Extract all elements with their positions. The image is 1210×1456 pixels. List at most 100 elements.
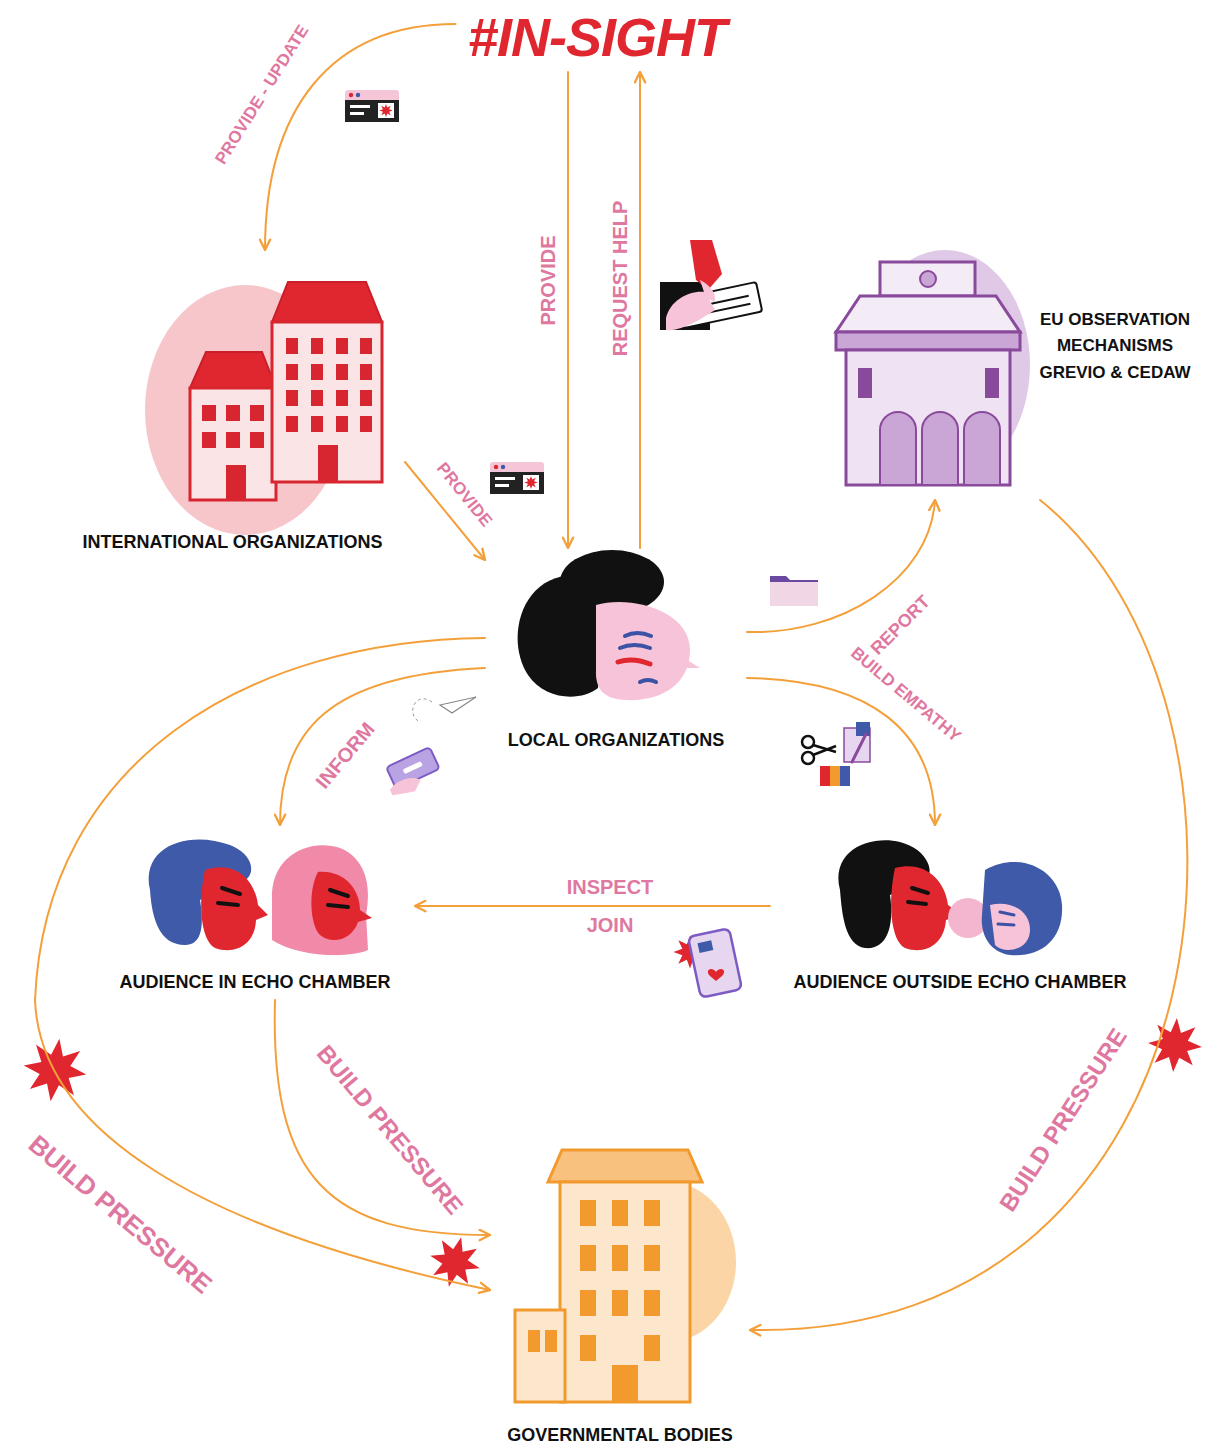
- government-building: [644, 1290, 660, 1316]
- local-org-face: [655, 640, 700, 668]
- design-tools-icon: [840, 766, 850, 786]
- outside-audience: [998, 912, 1014, 925]
- government-building: [548, 1150, 702, 1182]
- phone-heart-icon: [688, 928, 742, 997]
- phone-hand-icon: [413, 699, 432, 722]
- diagram-title: #IN-SIGHT: [468, 8, 726, 67]
- government-building: [644, 1245, 660, 1271]
- government-building: [612, 1290, 628, 1316]
- edge-label: BUILD EMPATHY: [846, 643, 964, 746]
- flow-arrow: [639, 72, 641, 548]
- outside-audience: [990, 904, 1030, 950]
- intl-org-building: [286, 390, 298, 406]
- browser-card-icon: [345, 90, 399, 122]
- intl-org-building: [336, 416, 348, 432]
- browser-card-icon: [350, 112, 364, 115]
- local-org-face: [620, 633, 651, 648]
- browser-card-icon: [524, 476, 537, 489]
- intl-org-building: [226, 432, 240, 448]
- echo-audience: [328, 890, 348, 907]
- local-org-face: [618, 660, 650, 664]
- pressure-burst: [1146, 1016, 1204, 1074]
- government-building: [580, 1200, 596, 1226]
- node-label: AUDIENCE OUTSIDE ECHO CHAMBER: [793, 972, 1126, 994]
- flow-arrow: [415, 905, 770, 907]
- design-tools-icon: [802, 736, 814, 748]
- intl-org-building: [311, 416, 323, 432]
- intl-org-building: [226, 465, 246, 500]
- government-building: [515, 1150, 736, 1402]
- edge-label: BUILD PRESSURE: [994, 1023, 1133, 1216]
- echo-audience: [149, 839, 372, 955]
- local-org-face: [518, 575, 605, 697]
- edge-label: BUILD PRESSURE: [22, 1130, 217, 1301]
- browser-card-icon: [490, 462, 544, 494]
- folder-icon: [770, 576, 818, 606]
- node-label: EU OBSERVATION MECHANISMS GREVIO & CEDAW: [1031, 307, 1199, 386]
- browser-card-icon: [495, 484, 509, 487]
- eu-building: [922, 412, 958, 485]
- government-building: [612, 1365, 638, 1402]
- echo-audience: [201, 867, 268, 950]
- intl-org-building: [286, 364, 298, 380]
- intl-org-building: [202, 405, 216, 421]
- entity-node: INTERNATIONAL ORGANIZATIONS: [60, 250, 405, 560]
- intl-org-building: [190, 388, 276, 500]
- intl-org-building: [250, 405, 264, 421]
- connector-group: [35, 24, 1187, 1330]
- government-building: [528, 1200, 660, 1402]
- intl-org-building: [336, 390, 348, 406]
- design-tools-icon: [856, 722, 870, 736]
- intl-org-building: [318, 445, 338, 482]
- edge-label: INFORM: [311, 717, 379, 792]
- local-org-face: [596, 602, 690, 700]
- government-building: [528, 1330, 540, 1352]
- outside-audience: [838, 840, 1062, 955]
- browser-card-icon: [490, 462, 544, 494]
- phone-hand-icon: [388, 773, 424, 801]
- government-building: [515, 1310, 565, 1402]
- government-building: [612, 1245, 628, 1271]
- government-building: [545, 1330, 557, 1352]
- edge-label: BUILD PRESSURE: [311, 1040, 468, 1220]
- design-tools-icon: [802, 722, 870, 786]
- intl-org-building: [226, 405, 240, 421]
- intl-org-building: [336, 364, 348, 380]
- node-label: INTERNATIONAL ORGANIZATIONS: [83, 532, 383, 554]
- eu-building: [920, 271, 936, 287]
- browser-card-icon: [379, 104, 392, 117]
- intl-org-building: [272, 322, 382, 482]
- entity-node: GOVERNMENTAL BODIES: [490, 1145, 750, 1453]
- flow-arrow: [567, 72, 569, 548]
- edge-label: PROVIDE - UPDATE: [211, 22, 313, 168]
- intl-org-building: [145, 282, 382, 535]
- pressure-burst: [19, 1016, 1203, 1293]
- pressure-burst: [424, 1231, 486, 1293]
- browser-card-icon: [350, 105, 370, 108]
- phone-hand-icon: [403, 761, 423, 774]
- eu-building: [836, 332, 1020, 350]
- intl-org-building: [360, 390, 372, 406]
- local-org-face: [640, 680, 656, 682]
- flow-arrow: [280, 668, 485, 825]
- design-tools-icon: [802, 752, 814, 764]
- browser-card-icon: [345, 100, 399, 122]
- browser-card-icon: [378, 103, 394, 118]
- design-tools-icon: [813, 745, 836, 755]
- folder-icon: [770, 576, 818, 606]
- browser-card-icon: [523, 475, 539, 490]
- eu-building: [880, 412, 916, 485]
- folder-icon: [770, 582, 818, 606]
- intl-org-building: [311, 364, 323, 380]
- design-tools-icon: [830, 766, 840, 786]
- eu-building: [846, 350, 1010, 485]
- outside-audience: [908, 888, 928, 904]
- phone-hand-icon: [440, 697, 476, 713]
- local-org-face: [518, 550, 700, 700]
- edge-label: REPORT: [866, 591, 934, 659]
- entity-node: AUDIENCE IN ECHO CHAMBER: [95, 825, 415, 1000]
- entity-node: AUDIENCE OUTSIDE ECHO CHAMBER: [770, 825, 1150, 1000]
